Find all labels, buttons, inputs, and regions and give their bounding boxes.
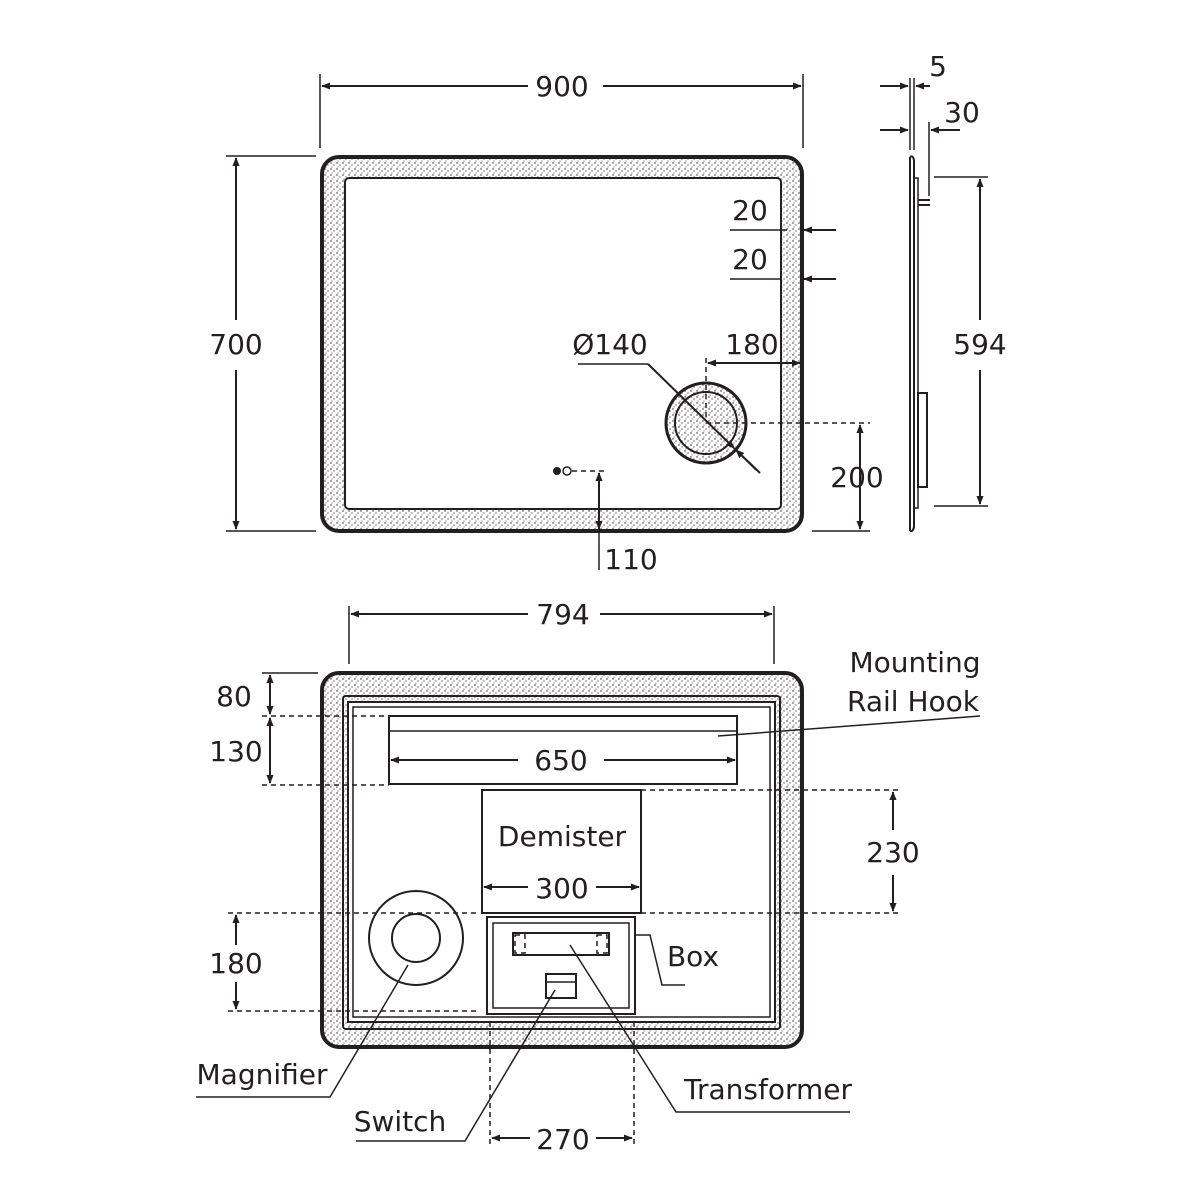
rear-view: 794 650 Mounting Rail Hook 80 130 Demist… (196, 598, 981, 1156)
label-magnifier: Magnifier (197, 1058, 328, 1091)
dim-demister-height: 230 (866, 836, 919, 869)
rear-magnifier (368, 890, 464, 986)
front-inner-outline (344, 177, 782, 510)
dim-total-depth: 30 (944, 96, 980, 129)
dim-magnifier-offset-right: 180 (725, 328, 778, 361)
front-mirror-outline (320, 155, 804, 533)
dim-demister-width: 300 (535, 872, 588, 905)
dim-border-inset-2: 20 (732, 243, 768, 276)
dim-border-inset-1: 20 (732, 194, 768, 227)
switch-unit (545, 973, 577, 999)
label-demister: Demister (498, 820, 627, 853)
transformer-unit (512, 932, 610, 956)
dim-magnifier-offset-bottom: 200 (830, 461, 883, 494)
electronics-box (486, 916, 636, 1015)
mounting-rail (388, 715, 738, 785)
dim-overall-height: 700 (209, 328, 262, 361)
rear-mirror-outline (320, 671, 804, 1049)
switch-indicator-icon (562, 466, 572, 476)
front-view: 900 700 20 20 Ø140 180 200 (209, 70, 883, 576)
dim-top-offset: 80 (216, 680, 252, 713)
label-mounting: Mounting (849, 646, 980, 679)
label-switch: Switch (354, 1105, 447, 1138)
dim-overall-width: 900 (535, 70, 588, 103)
label-transformer: Transformer (683, 1073, 853, 1106)
label-rail-hook: Rail Hook (847, 685, 980, 718)
dim-box-width: 270 (536, 1123, 589, 1156)
rear-led-border (322, 673, 802, 1047)
label-box: Box (667, 940, 719, 973)
dim-magnifier-diameter: Ø140 (572, 328, 647, 361)
demister-pad (481, 789, 642, 914)
dim-switch-offset-bottom: 110 (604, 543, 657, 576)
dim-inner-width: 794 (536, 598, 589, 631)
dim-magnifier-zone-height: 180 (209, 947, 262, 980)
dim-glass-thickness: 5 (929, 50, 947, 83)
switch-touch-icon (553, 467, 561, 475)
side-view: 5 30 594 (880, 50, 1007, 533)
dim-rail-length: 650 (534, 744, 587, 777)
dim-rail-zone-height: 130 (209, 735, 262, 768)
dim-rail-height: 594 (953, 328, 1006, 361)
